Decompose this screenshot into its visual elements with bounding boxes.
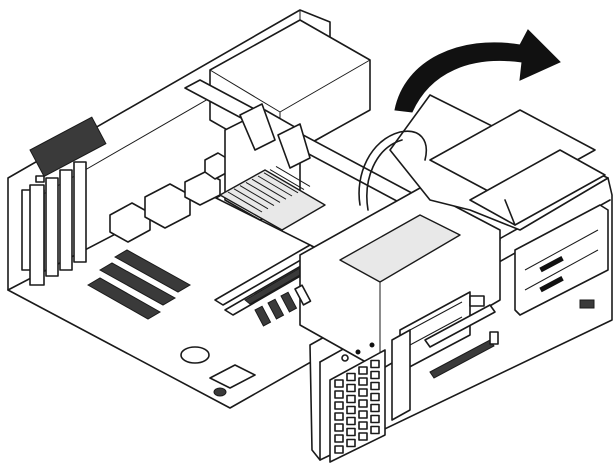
vent-slot xyxy=(334,434,344,443)
vent-slot xyxy=(358,410,368,419)
heatsink-fin xyxy=(251,178,287,200)
vent-slot xyxy=(370,425,380,435)
board-battery xyxy=(180,346,256,397)
drive-cable xyxy=(358,130,427,211)
vent-slot xyxy=(358,399,368,408)
front-components xyxy=(424,295,595,379)
drive-cage xyxy=(299,187,501,373)
vent-slot xyxy=(370,392,380,402)
vent-slot xyxy=(346,372,356,382)
heatsink-fin xyxy=(227,191,263,213)
vent-slot xyxy=(358,432,368,441)
vent-slot xyxy=(370,381,380,391)
vent-slot xyxy=(370,414,380,424)
vent-slot xyxy=(370,370,380,380)
board-connectors xyxy=(254,284,312,327)
vent-slot xyxy=(358,377,368,386)
vent-slot xyxy=(346,416,356,426)
heatsink-fin xyxy=(257,175,293,197)
vent-slot xyxy=(358,421,368,430)
vent-slot xyxy=(334,423,344,432)
vent-slot xyxy=(334,379,344,388)
vent-slot xyxy=(334,412,344,421)
rotation-arrow xyxy=(394,29,561,113)
vent-slot xyxy=(358,366,368,375)
drive-bays xyxy=(389,94,609,316)
heatsink-fin xyxy=(233,188,269,210)
heatsink-fin xyxy=(245,181,281,203)
vent-slot xyxy=(358,388,368,397)
vent-slot xyxy=(346,394,356,404)
vent-slot xyxy=(346,427,356,437)
vent-slot xyxy=(370,359,380,369)
cpu-heatsink xyxy=(219,103,326,231)
heatsink-fin xyxy=(239,185,275,207)
heatsink-fin xyxy=(269,169,305,191)
heatsink-fin xyxy=(263,172,299,194)
vent-slot xyxy=(334,401,344,410)
vent-slot xyxy=(346,438,356,448)
vent-slot xyxy=(334,445,344,454)
pci-slots xyxy=(86,249,192,320)
vent-slot xyxy=(334,390,344,399)
vent-slot xyxy=(346,383,356,393)
heatsink-fin xyxy=(275,165,311,187)
vent-slot xyxy=(346,405,356,415)
board-chips xyxy=(109,152,229,243)
vent-slot xyxy=(370,403,380,413)
expansion-brackets xyxy=(21,116,107,286)
front-vents xyxy=(329,329,411,463)
